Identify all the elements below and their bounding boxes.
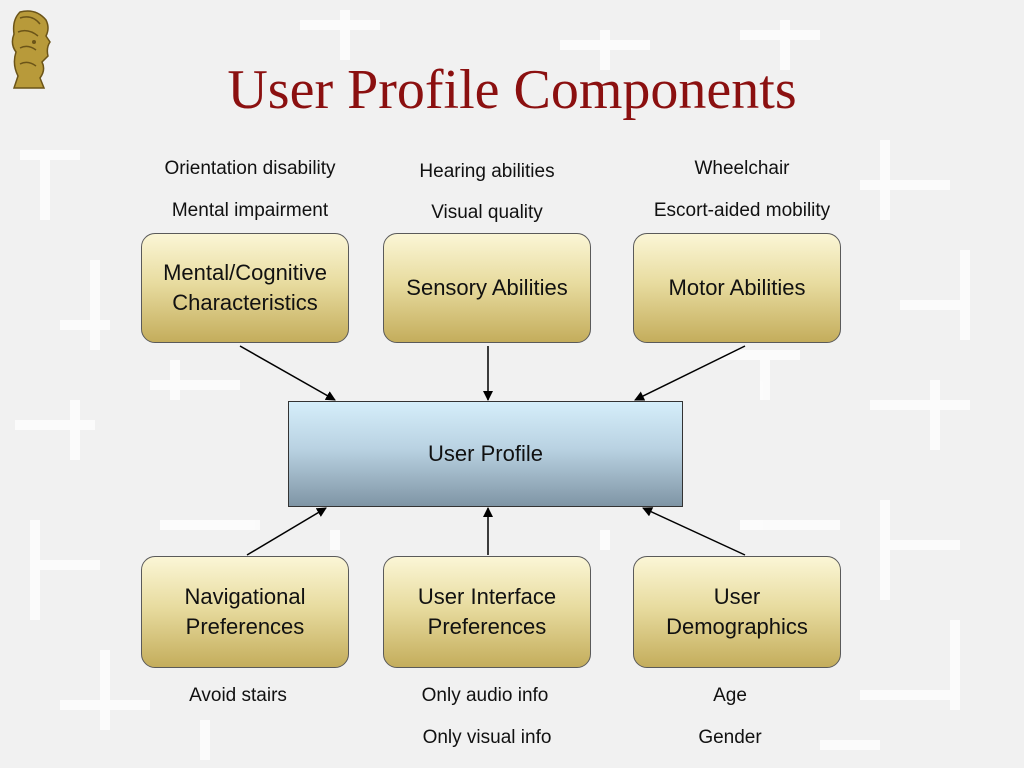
caption-escort-aided-mobility: Escort-aided mobility: [653, 200, 831, 221]
caption-mental-impairment: Mental impairment: [171, 200, 329, 221]
caption-age: Age: [713, 685, 747, 706]
caption-visual-quality: Visual quality: [431, 202, 543, 223]
box-sensory-abilities: Sensory Abilities: [383, 233, 591, 343]
box-label: Navigational Preferences: [184, 584, 306, 639]
box-label: User Demographics: [666, 584, 808, 639]
box-label: User Interface Preferences: [417, 584, 557, 639]
caption-gender: Gender: [698, 727, 762, 748]
caption-only-visual-info: Only visual info: [422, 727, 552, 748]
caption-orientation-disability: Orientation disability: [164, 158, 336, 179]
caption-only-audio-info: Only audio info: [421, 685, 549, 706]
caption-avoid-stairs: Avoid stairs: [189, 685, 287, 706]
user-profile-box: User Profile: [288, 401, 683, 507]
box-label: Sensory Abilities: [406, 275, 568, 300]
page-title: User Profile Components: [227, 59, 797, 121]
box-motor-abilities: Motor Abilities: [633, 233, 841, 343]
box-user-demographics: User Demographics: [633, 556, 841, 668]
box-user-interface-preferences: User Interface Preferences: [383, 556, 591, 668]
box-navigational-preferences: Navigational Preferences: [141, 556, 349, 668]
helmeted-head-emblem-icon: [11, 10, 51, 89]
box-label: Mental/Cognitive Characteristics: [163, 260, 327, 315]
caption-wheelchair: Wheelchair: [694, 158, 790, 179]
box-label: Motor Abilities: [668, 275, 806, 300]
box-mental-cognitive: Mental/Cognitive Characteristics: [141, 233, 349, 343]
caption-hearing-abilities: Hearing abilities: [419, 161, 555, 182]
user-profile-label: User Profile: [428, 441, 543, 466]
